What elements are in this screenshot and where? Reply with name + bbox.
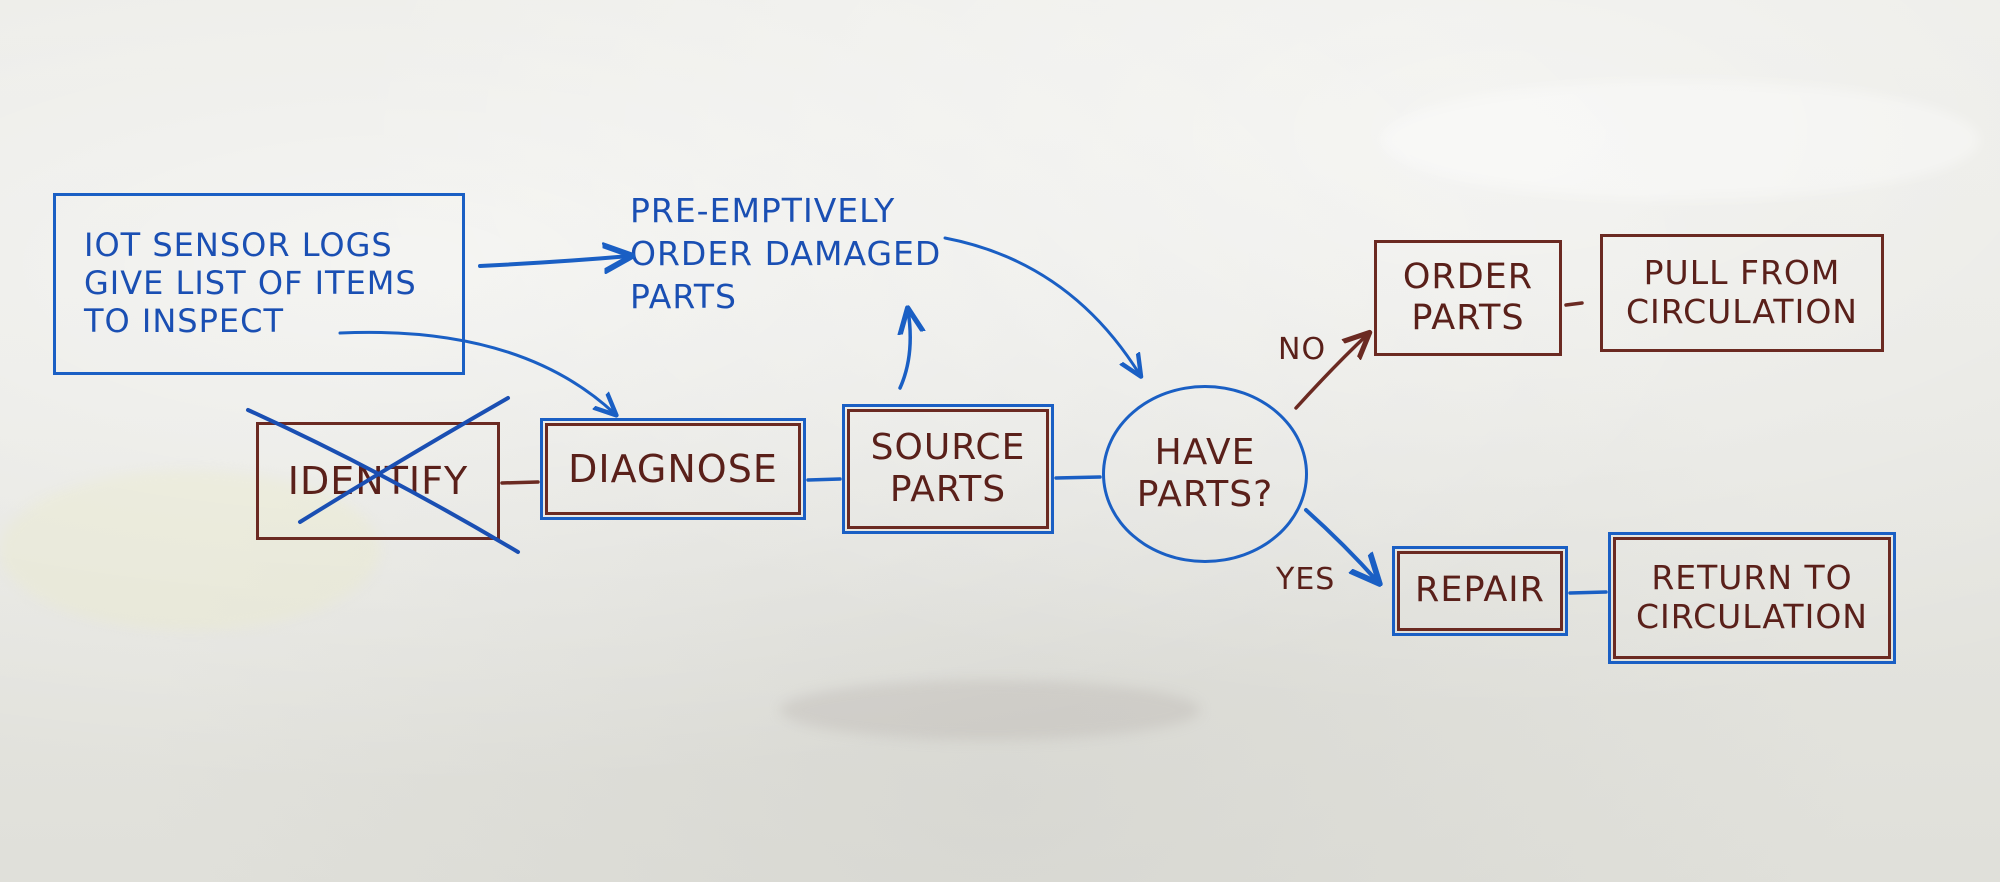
arrow-iot-to-preempt xyxy=(478,256,630,266)
repair-label: REPAIR xyxy=(1415,570,1545,611)
return-to-circulation-label: RETURN TO CIRCULATION xyxy=(1636,558,1868,636)
arrow-iot-to-diagnose xyxy=(338,330,615,414)
diagnose-label: DIAGNOSE xyxy=(568,446,778,491)
no-branch-text: NO xyxy=(1278,332,1327,367)
have-parts-label: HAVE PARTS? xyxy=(1136,431,1274,515)
repair-box: REPAIR xyxy=(1392,546,1568,636)
preemptive-order-note: PRE-EMPTIVELY ORDER DAMAGED PARTS xyxy=(630,190,970,319)
identify-box: IDENTIFY xyxy=(256,422,500,540)
identify-cross-out-1 xyxy=(246,408,520,554)
diagnose-box: DIAGNOSE xyxy=(540,418,806,520)
link-repair-return xyxy=(1568,590,1608,595)
yes-branch-text: YES xyxy=(1276,562,1336,597)
identify-label: IDENTIFY xyxy=(287,458,469,503)
no-branch-label: NO xyxy=(1278,330,1326,369)
arrow-preempt-to-have-parts xyxy=(943,236,1140,375)
link-order-pull xyxy=(1564,301,1584,307)
have-parts-decision: HAVE PARTS? xyxy=(1102,385,1308,563)
iot-sensor-logs-text: IOT SENSOR LOGS GIVE LIST OF ITEMS TO IN… xyxy=(84,226,417,340)
link-diagnose-source xyxy=(806,477,842,482)
source-parts-box: SOURCE PARTS xyxy=(842,404,1054,534)
return-to-circulation-box: RETURN TO CIRCULATION xyxy=(1608,532,1896,664)
arrow-no-branch xyxy=(1294,334,1368,410)
order-parts-box: ORDER PARTS xyxy=(1374,240,1562,356)
preemptive-order-text: PRE-EMPTIVELY ORDER DAMAGED PARTS xyxy=(630,191,942,316)
identify-cross-out-2 xyxy=(298,396,510,524)
yes-branch-label: YES xyxy=(1276,560,1335,599)
pull-from-circulation-box: PULL FROM CIRCULATION xyxy=(1600,234,1884,352)
arrow-source-to-preempt xyxy=(900,310,910,390)
link-source-have-parts xyxy=(1054,475,1102,480)
source-parts-label: SOURCE PARTS xyxy=(870,426,1026,510)
arrow-yes-branch xyxy=(1304,508,1378,582)
iot-sensor-logs-note: IOT SENSOR LOGS GIVE LIST OF ITEMS TO IN… xyxy=(53,193,465,375)
order-parts-label: ORDER PARTS xyxy=(1402,256,1534,338)
pull-from-circulation-label: PULL FROM CIRCULATION xyxy=(1626,253,1858,331)
link-identify-diagnose xyxy=(500,480,540,485)
